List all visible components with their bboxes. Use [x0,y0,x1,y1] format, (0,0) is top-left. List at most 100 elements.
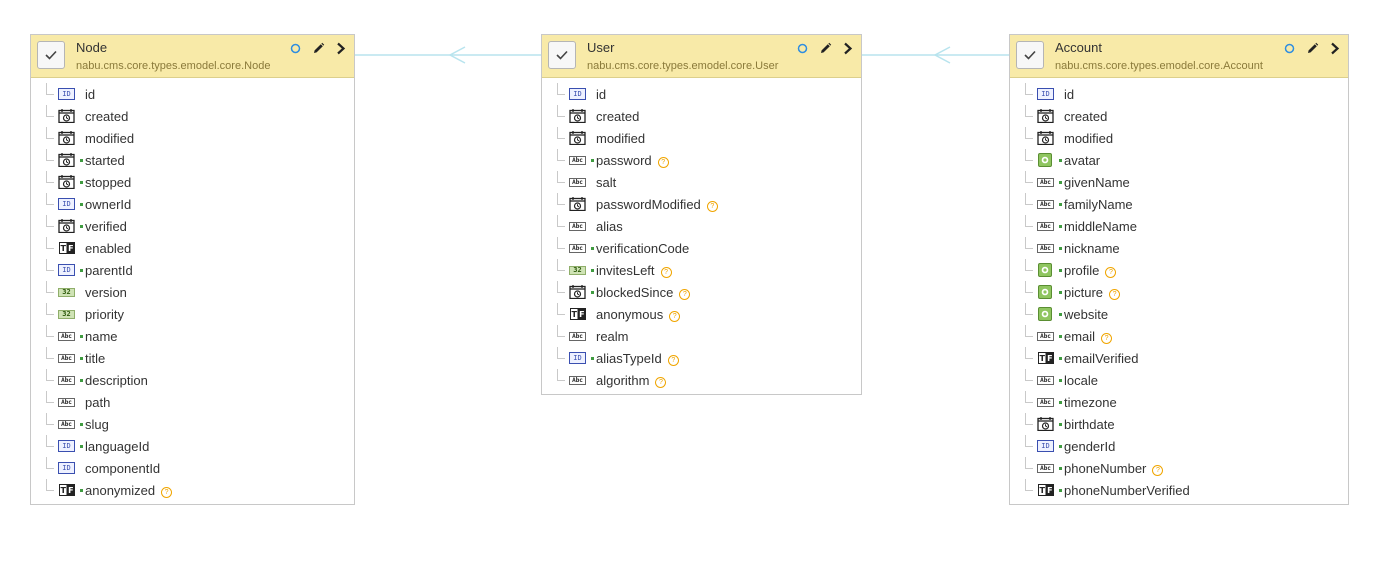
field-name: modified [1064,131,1114,146]
field-label: title [85,351,105,366]
field-label: birthdate [1064,417,1115,432]
field-row[interactable]: picture? [1010,281,1348,303]
field-row[interactable]: created [1010,105,1348,127]
pencil-icon[interactable] [1305,41,1319,55]
circle-icon[interactable] [288,41,302,55]
help-icon[interactable]: ? [657,157,669,168]
pencil-icon[interactable] [818,41,832,55]
chevron-right-icon[interactable] [334,41,348,55]
field-row[interactable]: profile? [1010,259,1348,281]
field-name: email [1064,329,1096,344]
field-row[interactable]: blockedSince? [542,281,861,303]
circle-icon[interactable] [1282,41,1296,55]
field-row[interactable]: modified [542,127,861,149]
id-icon: ID [58,88,75,100]
help-icon[interactable]: ? [706,201,718,212]
tree-connector [557,193,565,205]
field-row[interactable]: verified [31,215,354,237]
date-icon [1037,109,1054,123]
chevron-right-icon[interactable] [841,41,855,55]
select-checkbox[interactable] [1016,41,1044,69]
pencil-icon[interactable] [311,41,325,55]
select-checkbox[interactable] [548,41,576,69]
help-icon[interactable]: ? [660,267,672,278]
field-row[interactable]: passwordModified? [542,193,861,215]
field-row[interactable]: stopped [31,171,354,193]
field-name: modified [85,131,135,146]
field-row[interactable]: avatar [1010,149,1348,171]
help-icon[interactable]: ? [1152,465,1164,476]
field-row[interactable]: modified [31,127,354,149]
field-row[interactable]: birthdate [1010,413,1348,435]
help-icon[interactable]: ? [1101,333,1113,344]
field-label: givenName [1064,175,1130,190]
chevron-right-icon[interactable] [1328,41,1342,55]
help-icon[interactable]: ? [679,289,691,300]
string-icon: Abc [1037,244,1054,253]
field-label: parentId [85,263,133,278]
required-marker [80,423,83,426]
field-label: started [85,153,125,168]
tree-connector [46,149,54,161]
field-row[interactable]: started [31,149,354,171]
string-icon: Abc [569,156,586,165]
tree-connector [557,149,565,161]
help-icon[interactable]: ? [1109,289,1121,300]
help-icon[interactable]: ? [655,377,667,388]
help-icon[interactable]: ? [667,355,679,366]
field-row[interactable]: website [1010,303,1348,325]
tree-connector [1025,347,1033,359]
field-label: password? [596,153,669,168]
string-icon: Abc [58,420,75,429]
field-row[interactable]: modified [1010,127,1348,149]
field-name: profile [1064,263,1100,278]
select-checkbox[interactable] [37,41,65,69]
field-row[interactable]: created [31,105,354,127]
id-icon: ID [58,440,75,452]
field-row[interactable]: created [542,105,861,127]
svg-text:F: F [68,244,73,253]
circle-icon[interactable] [795,41,809,55]
field-row[interactable]: Abc password? [542,149,861,171]
field-name: locale [1064,373,1098,388]
help-icon[interactable]: ? [161,487,173,498]
help-icon[interactable]: ? [669,311,681,322]
help-icon[interactable]: ? [1105,267,1117,278]
